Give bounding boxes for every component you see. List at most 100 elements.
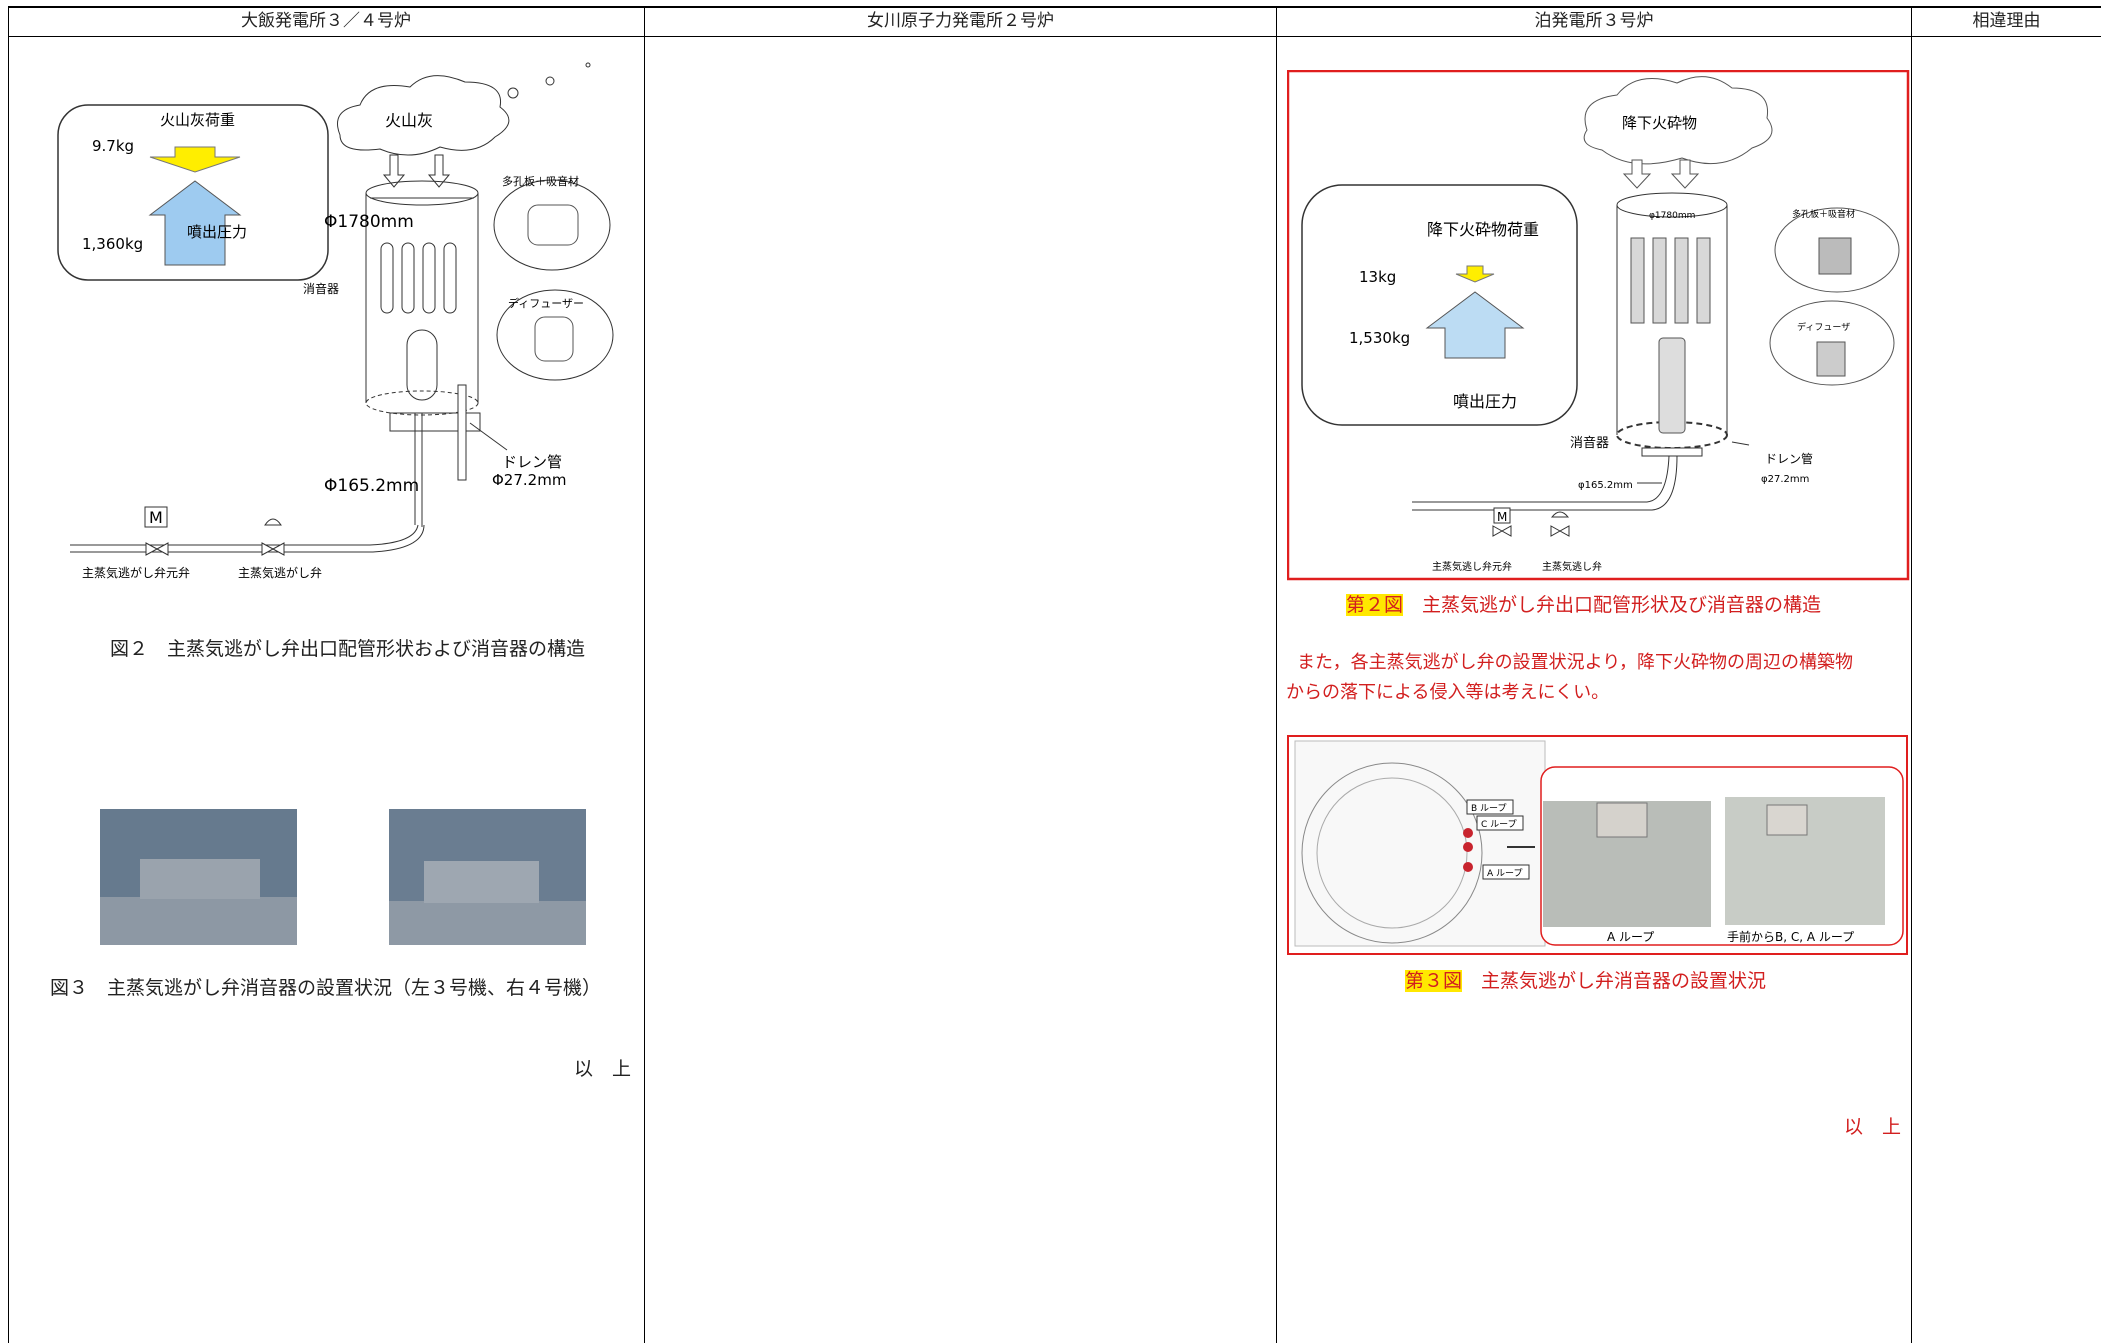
ohi-main-line-top [70,524,419,546]
ohi-jet-arrow [148,180,242,266]
ohi-diffuser-label: ディフューザー [508,296,584,310]
tomari-w1530: 1,530kg [1349,329,1410,347]
header-reason: 相違理由 [1972,11,2041,31]
tomari-note-line1: また，各主蒸気逃がし弁の設置状況より，降下火砕物の周辺の構築物 [1297,652,1854,673]
ohi-silencer-top [365,180,479,206]
tomari-porous-icon [1818,237,1852,275]
ohi-motor-valve-m: M [149,508,163,527]
tomari-fig2-title: 主蒸気逃がし弁出口配管形状及び消音器の構造 [1422,594,1822,616]
ohi-fig3-caption: 図３ 主蒸気逃がし弁消音器の設置状況（左３号機、右４号機） [50,977,602,999]
ohi-motor-valve-icon [145,542,169,556]
tomari-fig3-caption: 第３図 主蒸気逃がし弁消音器の設置状況 [1405,966,1766,993]
ohi-tube-1 [380,242,394,314]
ohi-photo-unit4 [389,809,586,945]
tomari-a-loop-box [1482,864,1530,880]
col-border-2 [1276,6,1277,1343]
tomari-load-box [1301,184,1578,426]
tomari-porous-label: 多孔板＋吸音材 [1792,208,1855,220]
ohi-ash-cloud-label: 火山灰 [385,111,433,130]
tomari-drain-leader [1731,441,1750,446]
tomari-c-loop-box [1476,815,1524,831]
ohi-pipe-dia: Φ165.2mm [324,476,419,496]
tomari-containment-circle [1301,762,1483,944]
tomari-w13: 13kg [1359,268,1396,286]
ohi-main-line-bottom [70,524,425,553]
ohi-ash-cloud [337,75,510,156]
tomari-layout-map [1294,740,1546,947]
ohi-relief-valve-cap [264,518,282,526]
tomari-a-loop-label: A ループ [1487,868,1522,879]
header-tomari: 泊発電所３号炉 [1534,11,1654,31]
ohi-relief-valve-label: 主蒸気逃がし弁 [238,565,322,580]
ohi-ash-load-label: 火山灰荷重 [160,111,235,129]
ohi-diameter: Φ1780mm [324,212,414,232]
tomari-motor-valve-box [1493,507,1511,524]
header-divider [8,36,2101,37]
tomari-relief-valve-icon [1550,525,1570,537]
header-ohi: 大飯発電所３／４号炉 [241,11,411,31]
ohi-tube-2 [401,242,415,314]
tomari-fig2-diagram: 降下火砕物 降下火砕物荷重 13kg 1,530kg 噴出圧力 φ1780mm … [1287,70,1910,581]
tomari-b-loop-box [1466,799,1514,815]
tomari-diffuser [1658,337,1686,434]
ohi-porous-icon [527,204,579,246]
ohi-bubble-1 [507,87,519,99]
tomari-c-loop-marker [1463,842,1473,852]
tomari-jet-label: 噴出圧力 [1453,392,1517,411]
tomari-photo2-silencer [1766,804,1808,836]
tomari-main-valve-label: 主蒸気逃し弁元弁 [1432,560,1512,573]
ohi-diffuser [406,329,438,401]
ohi-diffuser-bubble [496,289,614,381]
ohi-photo3-equipment [140,859,260,899]
ohi-porous-bubble [493,179,611,271]
tomari-diffuser-label: ディフューザ [1797,321,1850,333]
comparison-table: 大飯発電所３／４号炉 女川原子力発電所２号炉 泊発電所３号炉 相違理由 [8,6,2101,1343]
tomari-a-loop-marker [1463,862,1473,872]
col-border-1 [644,6,645,1343]
ohi-photo4-wall [389,901,586,945]
tomari-down-arrow-1 [1622,159,1652,189]
ohi-silencer-label: 消音器 [303,281,339,296]
table-top-border [8,6,2101,8]
ohi-load-box [57,104,329,281]
tomari-dia1780: φ1780mm [1649,211,1695,221]
ohi-fig2-diagram: 火山灰荷重 9.7kg 噴出圧力 1,360kg 火山灰 Φ1780mm 消音器… [57,62,614,580]
tomari-flange [1641,447,1703,457]
ohi-flange [389,412,481,432]
tomari-drain-dia: φ27.2mm [1761,474,1809,485]
tomari-fig2-caption: 第２図 主蒸気逃がし弁出口配管形状及び消音器の構造 [1346,590,1821,617]
tomari-main-line-bottom [1412,455,1678,511]
tomari-tube-1 [1630,237,1645,324]
tomari-b-loop-marker [1463,828,1473,838]
ohi-jet-pressure: 噴出圧力 [187,223,247,241]
ohi-main-valve-label: 主蒸気逃がし弁元弁 [82,565,190,580]
tomari-main-line-top [1412,455,1670,503]
ohi-jet-weight: 1,360kg [82,235,143,253]
ohi-tube-3 [422,242,436,314]
tomari-end-mark: 以 上 [1844,1116,1902,1138]
tomari-fig3-num: 第３図 [1405,970,1463,992]
tomari-tube-2 [1652,237,1667,324]
tomari-b-loop-label: B ループ [1471,803,1507,814]
tomari-tube-3 [1674,237,1689,324]
ohi-bubble-2 [545,76,555,86]
tomari-pipe-dia: φ165.2mm [1578,480,1633,491]
tomari-photo2-caption: 手前からB, C, A ループ [1727,929,1854,944]
ohi-bubble-3 [585,62,591,68]
ohi-photo-unit3 [100,809,297,945]
tomari-diffuser-icon [1816,341,1846,377]
ohi-tube-4 [443,242,457,314]
ohi-porous-label: 多孔板＋吸音材 [502,174,579,188]
tomari-jet-arrow [1425,291,1525,359]
ohi-end-mark: 以 上 [574,1058,632,1080]
ohi-drain-pipe [457,384,467,481]
tomari-relief-valve-cap [1550,511,1570,518]
tomari-photo1-silencer [1596,802,1648,838]
ohi-down-arrow-2 [427,154,451,188]
ohi-motor-valve-box [144,506,168,528]
ohi-ash-weight: 9.7kg [92,137,134,155]
ohi-ash-arrow [149,146,241,173]
col-border-3 [1911,6,1912,1343]
ohi-photo3-wall [100,897,297,945]
tomari-down-arrow-2 [1670,159,1700,189]
